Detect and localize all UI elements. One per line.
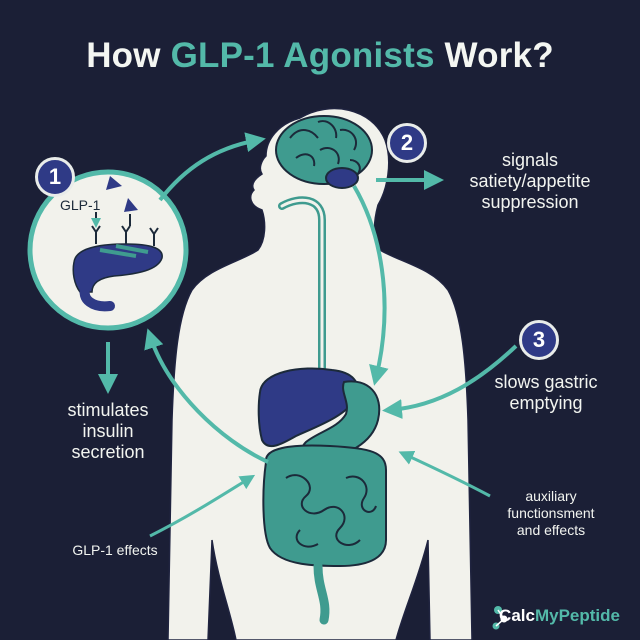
title-suffix: Work? bbox=[434, 36, 554, 75]
gastric-line-1: slows gastric bbox=[494, 372, 598, 392]
pancreas-icon bbox=[72, 243, 163, 293]
brand-text-part2: MyPeptide bbox=[534, 606, 620, 625]
liver-icon bbox=[257, 367, 359, 448]
step-badge-3: 3 bbox=[519, 320, 559, 360]
brain-to-stomach-arrow bbox=[352, 184, 389, 386]
insulin-line-3: secretion bbox=[71, 442, 145, 462]
auxiliary-line-2: functionsment bbox=[507, 505, 595, 521]
gut-to-pancreas-arrow bbox=[144, 328, 269, 464]
title-prefix: How bbox=[86, 36, 171, 75]
receptor-icon bbox=[91, 225, 159, 246]
satiety-line-3: suppression bbox=[481, 192, 579, 212]
brain-icon bbox=[275, 115, 373, 189]
glp1-effects-label: GLP-1 effects bbox=[72, 542, 158, 558]
brand-text-part1: Calc bbox=[499, 606, 535, 625]
glp1-molecule-icon bbox=[124, 198, 138, 212]
satiety-line-2: satiety/appetite bbox=[469, 171, 591, 191]
auxiliary-arrow bbox=[398, 450, 491, 498]
peptide-molecule-icon bbox=[492, 606, 508, 630]
title-highlight: GLP-1 Agonists bbox=[170, 36, 435, 75]
glp1-effects-arrow bbox=[149, 474, 256, 538]
insulin-line-2: insulin bbox=[82, 421, 134, 441]
satiety-line-1: signals bbox=[501, 150, 559, 170]
gastric-line-2: emptying bbox=[509, 393, 583, 413]
step-badge-1: 1 bbox=[35, 157, 75, 197]
auxiliary-label: auxiliary functionsment and effects bbox=[476, 488, 626, 539]
pancreas-inset bbox=[27, 169, 189, 331]
insulin-label: stimulates insulin secretion bbox=[40, 400, 176, 463]
auxiliary-line-1: auxiliary bbox=[525, 488, 577, 504]
auxiliary-line-3: and effects bbox=[516, 522, 586, 538]
insulin-line-1: stimulates bbox=[67, 400, 149, 420]
step-badge-2: 2 bbox=[387, 123, 427, 163]
page-title: How GLP-1 Agonists Work? bbox=[0, 36, 640, 76]
glp1-molecule-icon bbox=[106, 176, 122, 190]
gastric-emptying-label: slows gastric emptying bbox=[476, 372, 616, 414]
pancreas-to-brain-arrow bbox=[158, 132, 266, 202]
satiety-label: signals satiety/appetite suppression bbox=[440, 150, 620, 213]
glp1-label: GLP-1 bbox=[60, 197, 101, 213]
gastric-emptying-arrow bbox=[382, 344, 518, 420]
intestines-icon bbox=[262, 444, 387, 625]
